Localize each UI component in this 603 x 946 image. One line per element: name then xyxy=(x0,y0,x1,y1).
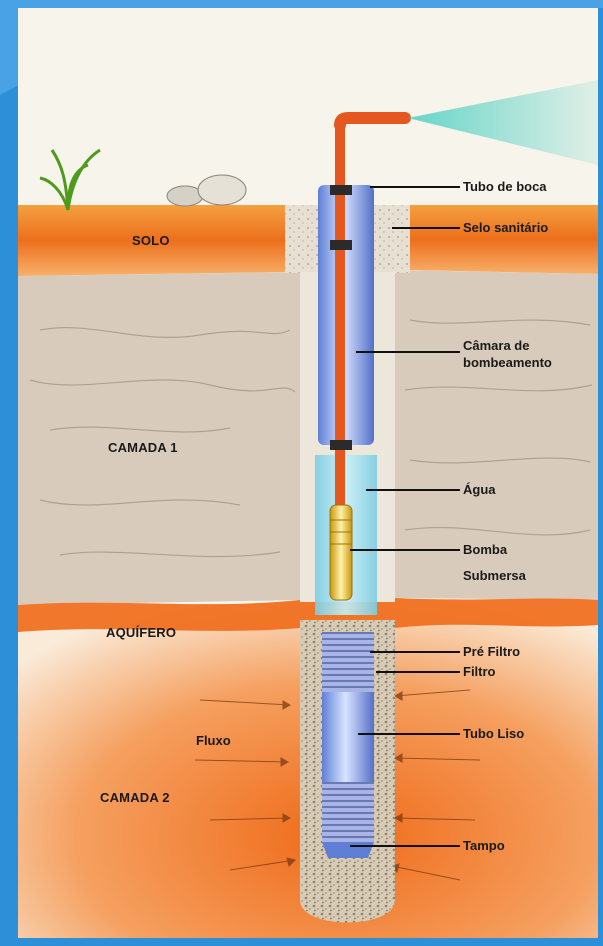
filter-screen-lower xyxy=(322,782,374,842)
callout-tubo-de-boca: Tubo de boca xyxy=(463,179,547,195)
callout-filtro: Filtro xyxy=(463,664,496,680)
filter-screen xyxy=(322,632,374,692)
callout-tampo: Tampo xyxy=(463,838,505,854)
plain-pipe xyxy=(322,692,374,782)
callout-tubo-liso: Tubo Liso xyxy=(463,726,524,742)
callout-camara-1: Câmara de xyxy=(463,338,529,354)
label-camada2: CAMADA 2 xyxy=(100,790,170,806)
discharge-elbow xyxy=(340,118,405,125)
label-fluxo: Fluxo xyxy=(196,733,231,749)
label-solo: SOLO xyxy=(132,233,170,249)
callout-camara-2: bombeamento xyxy=(463,355,552,371)
callout-bomba-1: Bomba xyxy=(463,542,507,558)
pipe-clamp-3 xyxy=(330,440,352,450)
callout-pre-filtro: Pré Filtro xyxy=(463,644,520,660)
pumping-chamber xyxy=(318,185,374,445)
submersible-pump xyxy=(330,505,352,600)
label-camada1: CAMADA 1 xyxy=(108,440,178,456)
label-aquifero: AQUÍFERO xyxy=(106,625,176,641)
callout-selo-sanitario: Selo sanitário xyxy=(463,220,548,236)
solo-layer-right xyxy=(410,205,598,274)
pipe-clamp xyxy=(330,185,352,195)
end-cap xyxy=(322,842,374,858)
callout-bomba-2: Submersa xyxy=(463,568,526,584)
callout-agua: Água xyxy=(463,482,496,498)
pipe-clamp-2 xyxy=(330,240,352,250)
